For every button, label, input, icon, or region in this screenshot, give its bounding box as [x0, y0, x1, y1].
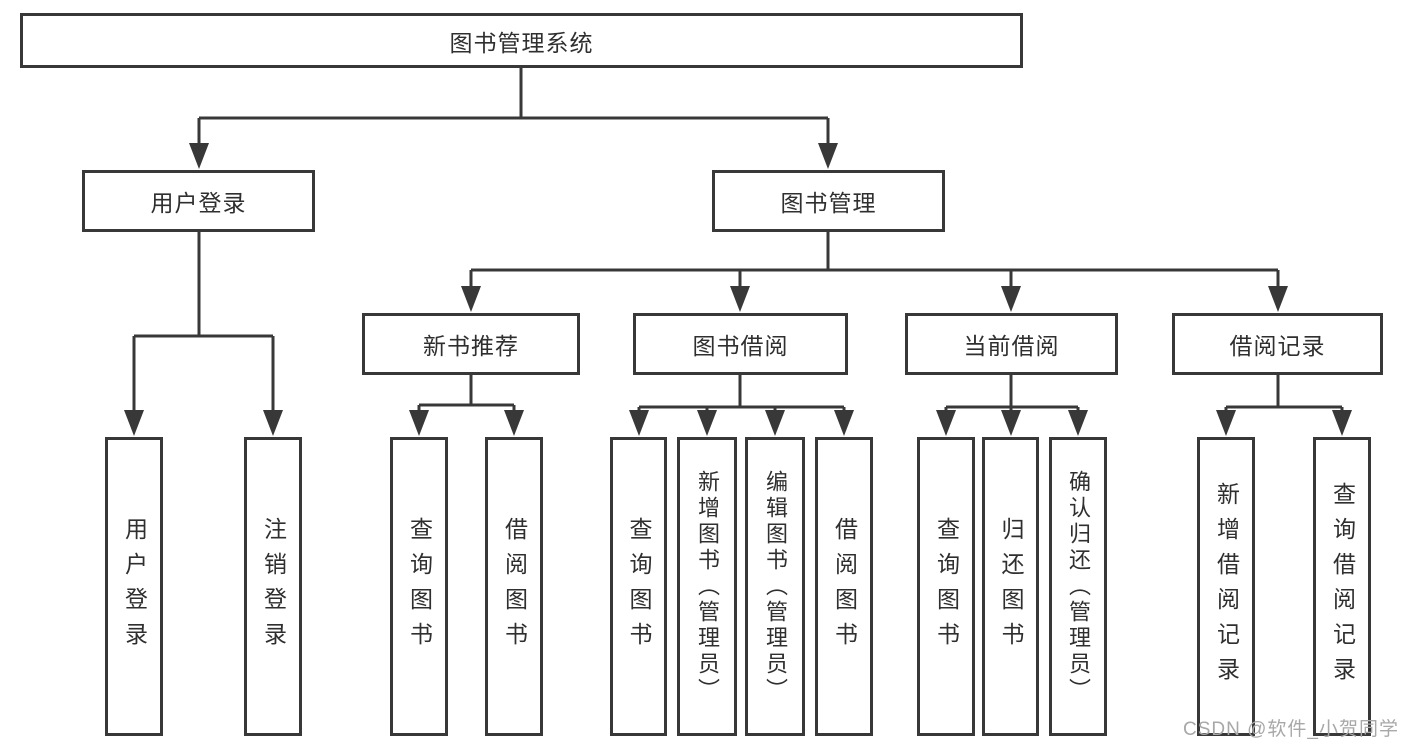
leaf-edit-book-admin: 编辑图书（管理员） [745, 437, 805, 736]
leaf-query-borrow-record: 查询借阅记录 [1313, 437, 1371, 736]
node-book-management: 图书管理 [712, 170, 945, 232]
leaf-label: 用户登录 [121, 516, 148, 657]
leaf-label: 注销登录 [260, 516, 287, 657]
leaf-label: 新增借阅记录 [1213, 481, 1240, 692]
leaf-add-borrow-record: 新增借阅记录 [1197, 437, 1255, 736]
node-borrow-record: 借阅记录 [1172, 313, 1383, 375]
leaf-borrow-book-borrow: 借阅图书 [815, 437, 873, 736]
node-current-borrow: 当前借阅 [905, 313, 1118, 375]
leaf-label: 查询图书 [406, 516, 433, 657]
leaf-confirm-return-admin: 确认归还（管理员） [1049, 437, 1107, 736]
node-user-login: 用户登录 [82, 170, 315, 232]
leaf-add-book-admin: 新增图书（管理员） [677, 437, 737, 736]
leaf-query-book-current: 查询图书 [917, 437, 975, 736]
leaf-label: 借阅图书 [501, 516, 528, 657]
leaf-logout: 注销登录 [244, 437, 302, 736]
connector-lines [132, 68, 1344, 418]
csdn-watermark: CSDN @软件_小贺同学 [1183, 719, 1399, 740]
leaf-label: 查询借阅记录 [1329, 481, 1356, 692]
leaf-label: 借阅图书 [831, 516, 858, 657]
leaf-return-book: 归还图书 [982, 437, 1039, 736]
arrowheads [124, 143, 1352, 436]
leaf-user-login: 用户登录 [105, 437, 163, 736]
leaf-query-book-borrow: 查询图书 [610, 437, 667, 736]
leaf-label: 编辑图书（管理员） [763, 469, 788, 704]
leaf-label: 确认归还（管理员） [1066, 469, 1091, 704]
node-root: 图书管理系统 [20, 13, 1023, 68]
node-new-book-recommend: 新书推荐 [362, 313, 580, 375]
leaf-borrow-book-recommend: 借阅图书 [485, 437, 543, 736]
leaf-label: 查询图书 [626, 516, 652, 657]
leaf-label: 新增图书（管理员） [695, 469, 720, 704]
leaf-query-book-recommend: 查询图书 [390, 437, 448, 736]
leaf-label: 查询图书 [933, 516, 960, 657]
node-book-borrow: 图书借阅 [633, 313, 848, 375]
leaf-label: 归还图书 [998, 516, 1024, 657]
